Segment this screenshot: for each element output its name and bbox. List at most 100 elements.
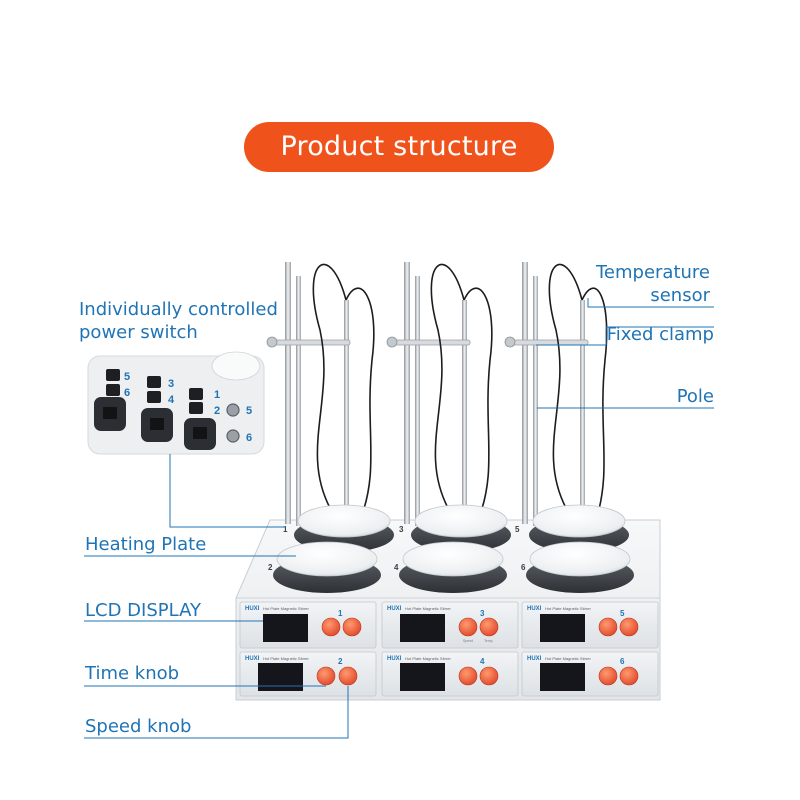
callout-lines [84,298,714,739]
power-socket-1-inner [103,407,117,419]
panel-1-time-knob[interactable] [321,617,341,637]
speed-knob-leader [84,686,349,739]
switch-5[interactable] [106,369,120,381]
panel-6-brand: HUXI [527,656,542,662]
fixed-clamp-label: Fixed clamp [606,324,714,345]
control-panel-6: HUXI Hot Plate Magnetic Stirrer 6 [521,651,659,697]
power-switch-label: Individually controlled power switch [79,298,278,344]
switch-2[interactable] [189,402,203,414]
fixed-clamp-leader [536,326,714,346]
fixed-clamps [266,336,589,348]
panel-4-speed-knob[interactable] [479,666,499,686]
temperature-sensor-label-line1: Temperature [595,262,710,283]
panel-5-brand: HUXI [527,606,542,612]
power-socket-2-inner [150,418,164,430]
heating-plates-front [273,541,634,593]
power-switch-label-line1: Individually controlled [79,299,278,320]
panel-2-speed-knob[interactable] [338,666,358,686]
clamp-1 [269,339,351,346]
switch-panel-background [87,355,265,455]
clamp-knob-2 [386,336,398,348]
panel-2-time-knob[interactable] [316,666,336,686]
pole-label: Pole [676,386,714,407]
plate-number-4: 4 [394,563,399,572]
panel-1-speed-knob[interactable] [342,617,362,637]
panel-3-lcd-screen [400,614,445,642]
heating-plate-front-1 [276,541,378,577]
pole-1b [296,276,301,526]
switch-3[interactable] [147,376,161,388]
switch-1[interactable] [189,388,203,400]
pole-2a [404,262,410,524]
control-panels: HUXI Hot Plate Magnetic Stirrer 1 HUXI H… [239,601,659,697]
plate-number-6: 6 [521,563,526,572]
control-panel-5: HUXI Hot Plate Magnetic Stirrer 5 [521,601,659,649]
switch-panel-leader [169,454,286,528]
clamp-knob-1 [266,336,278,348]
sensor-rod-1 [344,300,349,520]
switch-4[interactable] [147,391,161,403]
poles [285,262,585,526]
plate-number-3: 3 [399,525,404,534]
switch-6[interactable] [106,384,120,396]
panel-3-time-knob[interactable] [458,617,478,637]
panel-1-model: Hot Plate Magnetic Stirrer [263,606,309,611]
heating-plate-back-2 [414,504,508,538]
panel-5-speed-knob[interactable] [619,617,639,637]
panel-2-lcd-screen [258,663,303,691]
sensor-port-5 [226,403,240,417]
switch-number-2: 2 [214,405,220,417]
panel-6-speed-knob[interactable] [619,666,639,686]
speed-knob-label: Speed knob [85,716,192,737]
plate-number-1: 1 [283,525,288,534]
sensor-cable-1 [312,263,347,509]
control-panel-2: HUXI Hot Plate Magnetic Stirrer 2 [239,651,377,697]
panel-1-lcd-screen [263,614,308,642]
panel-1-number: 1 [338,609,343,618]
panel-3-brand: HUXI [387,606,402,612]
pole-1a [285,262,291,524]
panel-1-brand: HUXI [245,606,260,612]
sensor-rod-2 [462,300,467,520]
switch-number-5: 5 [124,371,130,383]
panel-3-speed-knob[interactable] [479,617,499,637]
panel-4-model: Hot Plate Magnetic Stirrer [405,656,451,661]
port-number-5: 5 [246,405,252,417]
control-panel-4: HUXI Hot Plate Magnetic Stirrer 4 [381,651,519,697]
clamp-2 [389,339,471,346]
panel-5-lcd-screen [540,614,585,642]
switch-panel-corner-plate [211,351,261,381]
power-sockets [94,397,216,450]
panel-2-number: 2 [338,657,343,666]
panel-2-brand: HUXI [245,656,260,662]
switch-panel-inset: 5 6 3 4 1 2 5 6 [87,351,265,455]
sensor-cable-3 [548,263,583,509]
heating-plate-front-2 [402,541,504,577]
sensor-cable-2b [463,287,493,521]
knob-caption-temp: Temp [484,639,493,643]
power-socket-3-inner [193,427,207,439]
panel-4-lcd-screen [400,663,445,691]
panel-6-time-knob[interactable] [598,666,618,686]
time-knob-label: Time knob [85,663,180,684]
plate-number-5: 5 [515,525,520,534]
panel-5-time-knob[interactable] [598,617,618,637]
knob-captions: Speed Temp [463,639,493,643]
sensor-cable-1b [345,287,375,521]
switch-number-3: 3 [168,378,174,390]
panel-4-number: 4 [480,657,485,666]
switch-panel-numbers: 5 6 3 4 1 2 5 6 [124,371,252,444]
sensor-rod-3 [580,300,585,520]
temperature-sensor-label: Temperature sensor [560,261,710,307]
port-number-6: 6 [246,432,252,444]
panel-4-brand: HUXI [387,656,402,662]
panel-6-number: 6 [620,657,625,666]
panel-4-time-knob[interactable] [458,666,478,686]
heating-plate-front-3 [529,541,631,577]
switch-number-6: 6 [124,387,130,399]
heating-plate-back-3 [532,504,626,538]
temperature-sensor-leader [587,298,714,308]
panel-6-model: Hot Plate Magnetic Stirrer [545,656,591,661]
sensor-cables [312,263,608,521]
